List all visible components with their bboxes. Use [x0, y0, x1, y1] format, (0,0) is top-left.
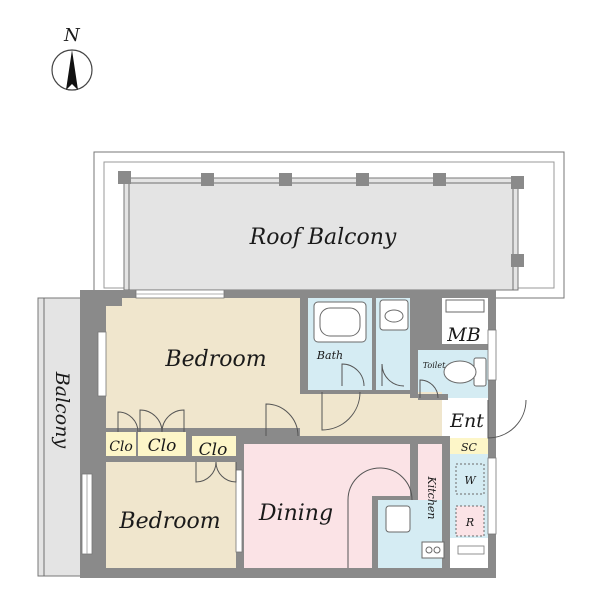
door-closet-3 [195, 461, 237, 483]
door-closet-2 [139, 409, 185, 433]
wall [372, 500, 378, 568]
washer-slot [455, 463, 485, 495]
window [97, 331, 107, 397]
wall [136, 432, 138, 456]
door-closet-1 [117, 411, 139, 433]
wall [372, 496, 418, 500]
door-corridor [321, 391, 361, 431]
window [235, 469, 243, 553]
dining-label: Dining [258, 501, 333, 526]
wall [410, 296, 418, 398]
compass-arrow-icon [66, 50, 78, 90]
door-toilet [419, 379, 439, 399]
wall [410, 444, 418, 496]
wall [442, 436, 450, 568]
room-labels: Bedroom Bedroom Dining Kitchen Bath Toil… [109, 324, 484, 534]
ent-label: Ent [449, 410, 484, 432]
entrance-floor [442, 398, 488, 438]
balcony-label: Balcony [51, 371, 73, 449]
wall [372, 296, 376, 392]
window [487, 329, 497, 381]
sc-floor [450, 438, 488, 454]
roof-pillar [118, 171, 131, 184]
kitchen-sink-icon [385, 505, 411, 533]
roof-pillar [279, 173, 292, 186]
stove-icon [421, 541, 445, 559]
wall [244, 436, 442, 444]
wall [104, 456, 240, 462]
washer-label: W [464, 474, 477, 487]
bathtub-icon [313, 301, 367, 343]
door-bedroom-top [265, 403, 299, 437]
closet-1-label: Clo [109, 439, 133, 455]
pillar [106, 290, 122, 306]
roof-pillar [433, 173, 446, 186]
door-bath [341, 363, 365, 387]
roof-balcony-label: Roof Balcony [249, 225, 397, 250]
closet-2-floor [138, 432, 186, 458]
kitchen-label: Kitchen [425, 476, 438, 520]
bedroom-bottom-label: Bedroom [118, 509, 220, 534]
fridge-label: R [465, 516, 474, 529]
compass: N [51, 25, 93, 91]
roof-pillar [201, 173, 214, 186]
windows [81, 289, 497, 555]
fridge-slot [455, 505, 485, 537]
door-entrance [487, 399, 527, 439]
closet-3-label: Clo [199, 440, 228, 460]
window [487, 457, 497, 535]
roof-balcony: Roof Balcony [93, 151, 565, 299]
wall [418, 394, 448, 400]
wall [186, 432, 192, 462]
toilet-label: Toilet [423, 361, 446, 370]
wall [104, 428, 300, 432]
wall [300, 292, 308, 394]
bedroom-bottom-floor [106, 462, 240, 568]
meter-box-shelf [445, 299, 485, 313]
bedroom-top-floor [106, 298, 300, 432]
balcony-floor [37, 297, 83, 577]
door-washroom [381, 363, 405, 387]
pillars [80, 290, 122, 320]
wall [436, 296, 442, 348]
balcony: Balcony [37, 297, 83, 577]
wall [418, 344, 490, 350]
fixtures [313, 299, 487, 559]
pillar [80, 290, 106, 320]
mb-label: MB [446, 324, 480, 346]
doors [117, 363, 527, 568]
compass-north-label: N [63, 25, 81, 46]
wall [300, 390, 418, 394]
dining-arch [347, 467, 413, 568]
roof-pillar [356, 173, 369, 186]
roof-pillar [511, 176, 524, 189]
closet-1-floor [106, 432, 136, 458]
washbasin-icon [379, 299, 409, 331]
vent [457, 545, 485, 555]
sc-label: SC [461, 441, 478, 454]
bathtub-basin [319, 307, 361, 337]
bath-label: Bath [316, 349, 343, 362]
closet-2-label: Clo [148, 436, 177, 456]
roof-pillar [511, 254, 524, 267]
toilet-icon [443, 360, 477, 384]
bedroom-top-label: Bedroom [164, 347, 266, 372]
